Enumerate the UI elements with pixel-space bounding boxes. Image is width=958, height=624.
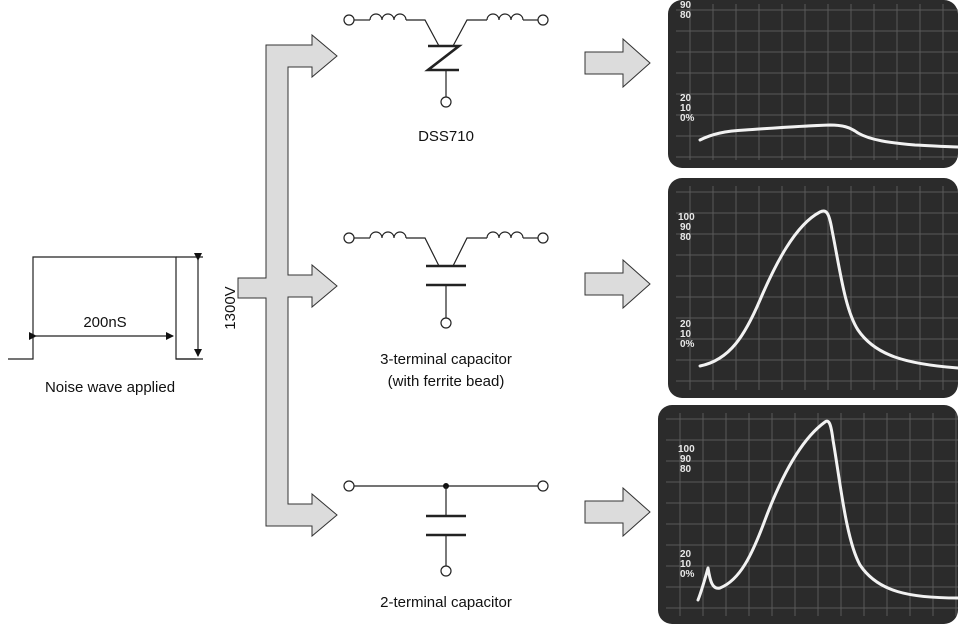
scope-trace [696, 419, 958, 602]
pulse-width-label: 200nS [83, 314, 126, 331]
tick-label: 80 [680, 10, 692, 21]
scope-background [668, 178, 958, 398]
tick-label: 10 [680, 559, 692, 570]
tick-label: 80 [680, 232, 692, 243]
tick-label: 100 [678, 212, 695, 223]
pulse-amplitude-label: 1300V [222, 286, 239, 329]
distribution-arrows [237, 33, 338, 538]
tick-label: 20 [680, 549, 692, 560]
oscilloscope-screen-1: 90 80 20 10 0% [668, 0, 958, 168]
tick-label: 0% [680, 569, 695, 580]
tick-label: 90 [680, 222, 692, 233]
scope-background [668, 0, 958, 168]
filter-label-line-1: 3-terminal capacitor [380, 351, 512, 368]
output-arrow-1 [584, 37, 651, 89]
tick-label: 20 [680, 93, 692, 104]
scope-trace [698, 209, 958, 370]
output-arrows [584, 37, 651, 538]
scope-grid [666, 413, 958, 616]
scope-grid [676, 186, 958, 390]
tick-label: 10 [680, 329, 692, 340]
noise-wave-caption: Noise wave applied [45, 379, 175, 396]
split-arrow [237, 33, 338, 538]
filter-label-line-2: (with ferrite bead) [388, 373, 505, 390]
scope-background [658, 405, 958, 624]
tick-label: 90 [680, 454, 692, 465]
inductor-right [486, 231, 524, 239]
scope-trace [698, 123, 958, 149]
filter-label: DSS710 [418, 128, 474, 145]
output-arrow-2 [584, 258, 651, 310]
inductor-left [369, 13, 407, 21]
tick-label: 80 [680, 464, 692, 475]
filter-label: 2-terminal capacitor [380, 594, 512, 611]
inductor-left [369, 231, 407, 239]
tick-label: 0% [680, 339, 695, 350]
tick-label: 10 [680, 103, 692, 114]
filter-2-terminal-capacitor: 2-terminal capacitor [343, 480, 549, 611]
input-pulse: 200nS 1300V Noise wave applied [8, 253, 239, 396]
oscilloscope-screen-3: 100 90 80 20 10 0% [658, 405, 958, 624]
oscilloscope-screen-2: 100 90 80 20 10 0% [668, 178, 958, 398]
tick-label: 20 [680, 319, 692, 330]
tick-label: 0% [680, 113, 695, 124]
inductor-right [486, 13, 524, 21]
tick-label: 100 [678, 444, 695, 455]
filter-3-terminal-capacitor: 3-terminal capacitor (with ferrite bead) [343, 231, 549, 390]
tick-label: 90 [680, 0, 692, 11]
filter-dss710: DSS710 [343, 13, 549, 145]
scope-grid [676, 4, 958, 160]
varistor-symbol [424, 44, 463, 72]
output-arrow-3 [584, 486, 651, 538]
